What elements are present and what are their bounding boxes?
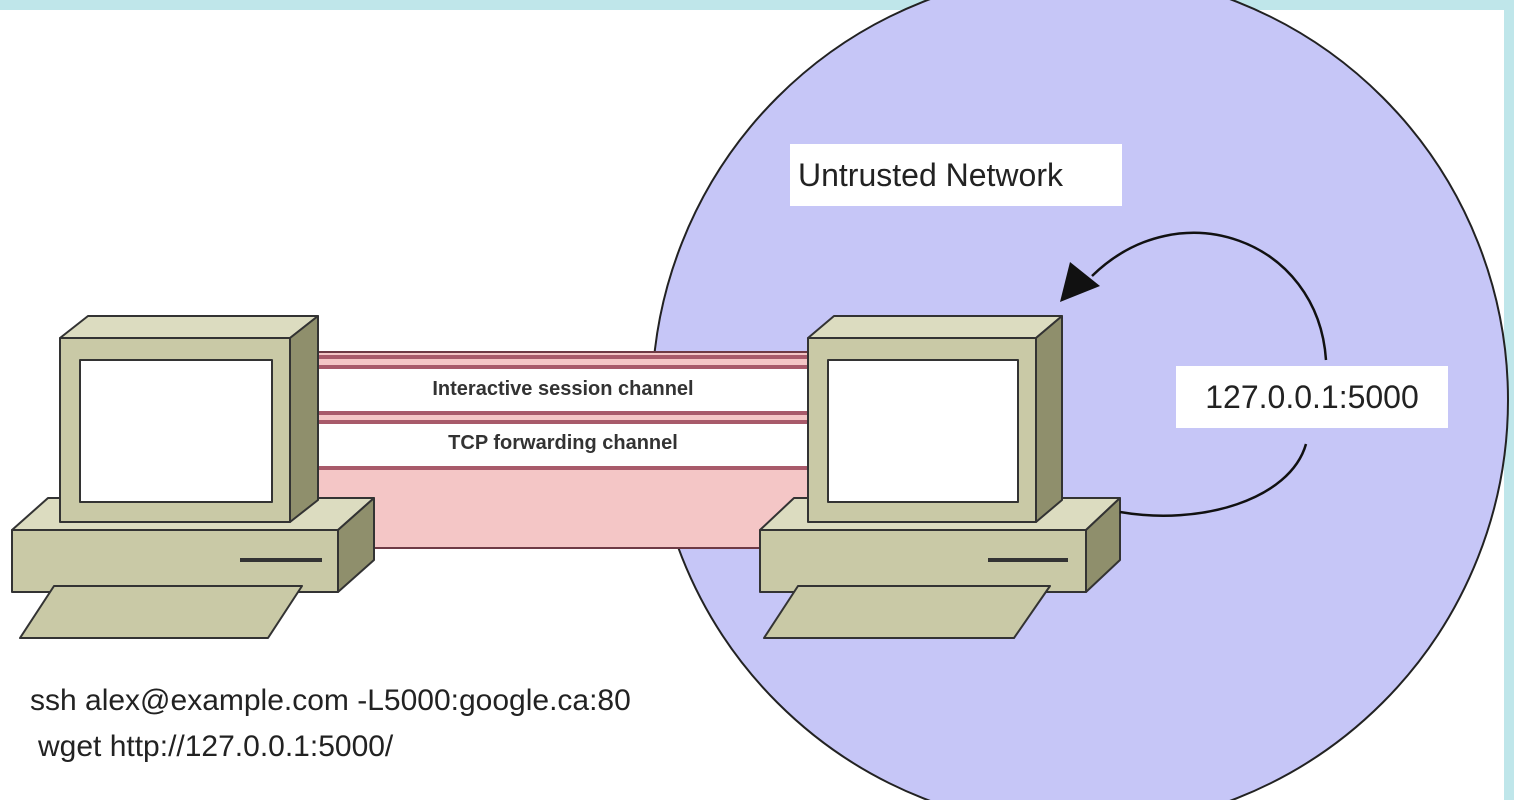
interactive-session-channel-label: Interactive session channel	[432, 378, 694, 400]
loopback-address-label: 127.0.0.1:5000	[1176, 366, 1448, 428]
loopback-arrow-arc	[1091, 231, 1328, 517]
monitor-side	[289, 315, 319, 523]
tunnel-stripe	[300, 355, 820, 359]
monitor-screen	[827, 359, 1019, 503]
keyboard	[763, 585, 1051, 639]
server-computer-icon	[759, 315, 1121, 639]
tunnel-stripe	[300, 466, 820, 470]
ssh-command-text: ssh alex@example.com -L5000:google.ca:80	[30, 684, 631, 717]
keyboard	[19, 585, 303, 639]
tcp-forwarding-channel-label: TCP forwarding channel	[448, 432, 678, 454]
wget-command-text: wget http://127.0.0.1:5000/	[38, 730, 394, 763]
tunnel-stripe	[300, 420, 820, 424]
untrusted-network-label: Untrusted Network	[790, 144, 1122, 206]
forwarding-channel-band	[300, 424, 820, 466]
monitor-side	[1035, 315, 1063, 523]
loopback-arrowhead-icon	[1060, 262, 1100, 302]
ssh-tunnel	[299, 351, 821, 549]
monitor-top	[807, 315, 1063, 339]
monitor-top	[59, 315, 319, 339]
base-front	[11, 529, 339, 593]
top-frame-band	[0, 0, 1514, 10]
tunnel-stripe	[300, 411, 820, 415]
client-computer-icon	[11, 315, 375, 639]
tunnel-stripe	[300, 365, 820, 369]
monitor-screen	[79, 359, 273, 503]
session-channel-band	[300, 369, 820, 411]
